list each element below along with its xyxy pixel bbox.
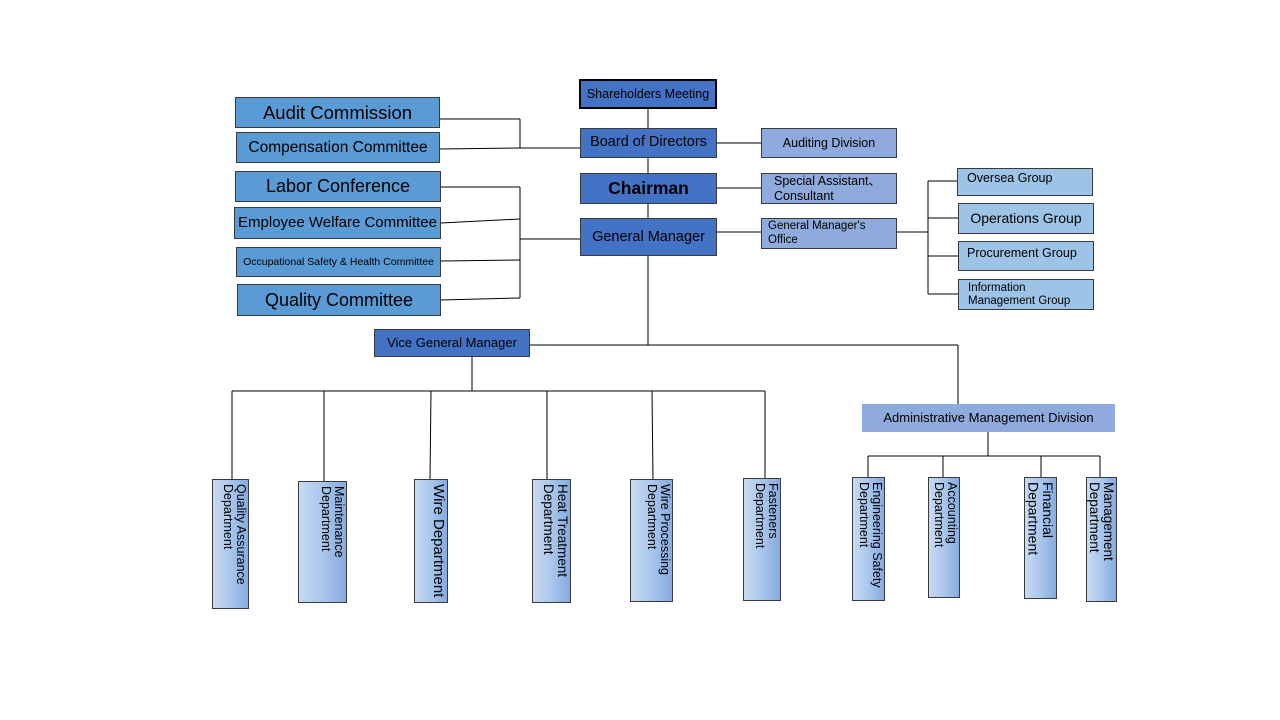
general-manager-box: General Manager [580, 218, 717, 256]
procurement-group-box: Procurement Group [958, 241, 1094, 271]
quality-committee-box: Quality Committee [237, 284, 441, 316]
financial-department-box: Financial Department [1024, 477, 1057, 599]
vice-general-manager-box: Vice General Manager [374, 329, 530, 357]
occupational-safety-committee-box: Occupational Safety & Health Committee [236, 247, 441, 277]
management-department-box: Management Department [1086, 477, 1117, 602]
wire-department-box: Wire Department [414, 479, 448, 603]
compensation-committee-box: Compensation Committee [236, 132, 440, 163]
auditing-division-box: Auditing Division [761, 128, 897, 158]
heat-treatment-department-box: Heat Treatment Department [532, 479, 571, 603]
audit-commission-box: Audit Commission [235, 97, 440, 128]
quality-assurance-department-box: Quality Assurance Department [212, 479, 249, 609]
wire-processing-department-box: Wire Processing Department [630, 479, 673, 602]
employee-welfare-committee-box: Employee Welfare Committee [234, 207, 441, 239]
shareholders-meeting-box: Shareholders Meeting [579, 79, 717, 109]
special-assistant-consultant-box: Special Assistant、Consultant [761, 173, 897, 204]
general-managers-office-box: General Manager's Office [761, 218, 897, 249]
fasteners-department-box: Fasteners Department [743, 478, 781, 601]
engineering-safety-department-box: Engineering Safety Department [852, 477, 885, 601]
board-of-directors-box: Board of Directors [580, 128, 717, 158]
accounting-department-box: Accounting Department [928, 477, 960, 598]
maintenance-department-box: Maintenance Department [298, 481, 347, 603]
administrative-management-division-box: Administrative Management Division [862, 404, 1115, 432]
information-management-group-box: Information Management Group [958, 279, 1094, 310]
chairman-box: Chairman [580, 173, 717, 204]
oversea-group-box: Oversea Group [957, 168, 1093, 196]
labor-conference-box: Labor Conference [235, 171, 441, 202]
operations-group-box: Operations Group [958, 203, 1094, 234]
